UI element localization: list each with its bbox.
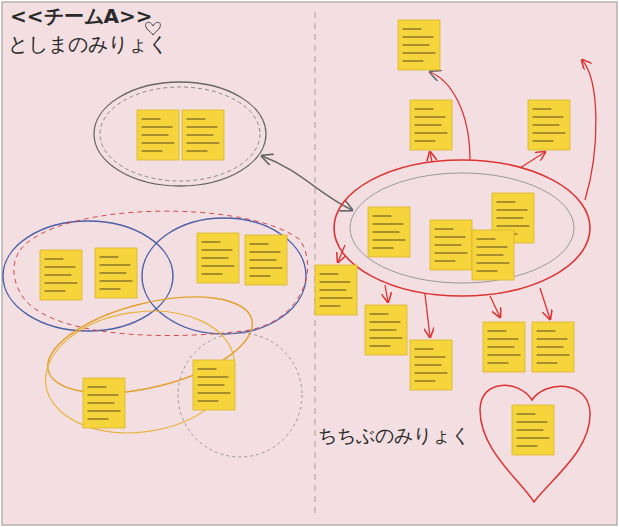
heart-outline: [480, 385, 590, 502]
group-loop: [38, 299, 243, 444]
sticky-note: [137, 110, 179, 160]
region-label: ちちぶのみりょく: [318, 424, 470, 447]
sticky-note: [315, 265, 357, 315]
poster-title: <<チームA>>: [10, 4, 153, 28]
group-loop: [334, 160, 590, 296]
sticky-note: [95, 248, 137, 298]
red-arrow: [490, 296, 500, 317]
red-arrow: [430, 152, 432, 162]
group-loop: [14, 211, 308, 335]
red-arrow: [425, 294, 430, 337]
sticky-note: [410, 340, 452, 390]
red-arrow: [540, 288, 550, 319]
red-arrow: [338, 245, 345, 262]
group-loop: [3, 221, 173, 331]
sticky-note: [472, 230, 514, 280]
sticky-note: [193, 360, 235, 410]
red-arrow: [520, 152, 545, 168]
sticky-note: [483, 322, 525, 372]
link-arrow: [262, 156, 352, 210]
group-loop: [94, 82, 266, 186]
sticky-note: [245, 235, 287, 285]
group-loop: [100, 87, 260, 181]
sticky-note: [197, 233, 239, 283]
group-loop: [178, 333, 302, 457]
sticky-note: [532, 322, 574, 372]
region-label: としまのみりょく: [8, 32, 168, 56]
sticky-note: [40, 250, 82, 300]
sticky-note: [512, 405, 554, 455]
sticky-note: [83, 378, 125, 428]
sticky-note: [398, 20, 440, 70]
sticky-note: [365, 305, 407, 355]
group-loop: [350, 173, 574, 283]
red-arrow: [582, 60, 596, 200]
sticky-note: [368, 207, 410, 257]
sticky-note: [182, 110, 224, 160]
red-arrow: [385, 285, 388, 302]
red-arrows: [338, 60, 596, 337]
sticky-note: [528, 100, 570, 150]
sticky-note: [410, 100, 452, 150]
sticky-note: [430, 220, 472, 270]
